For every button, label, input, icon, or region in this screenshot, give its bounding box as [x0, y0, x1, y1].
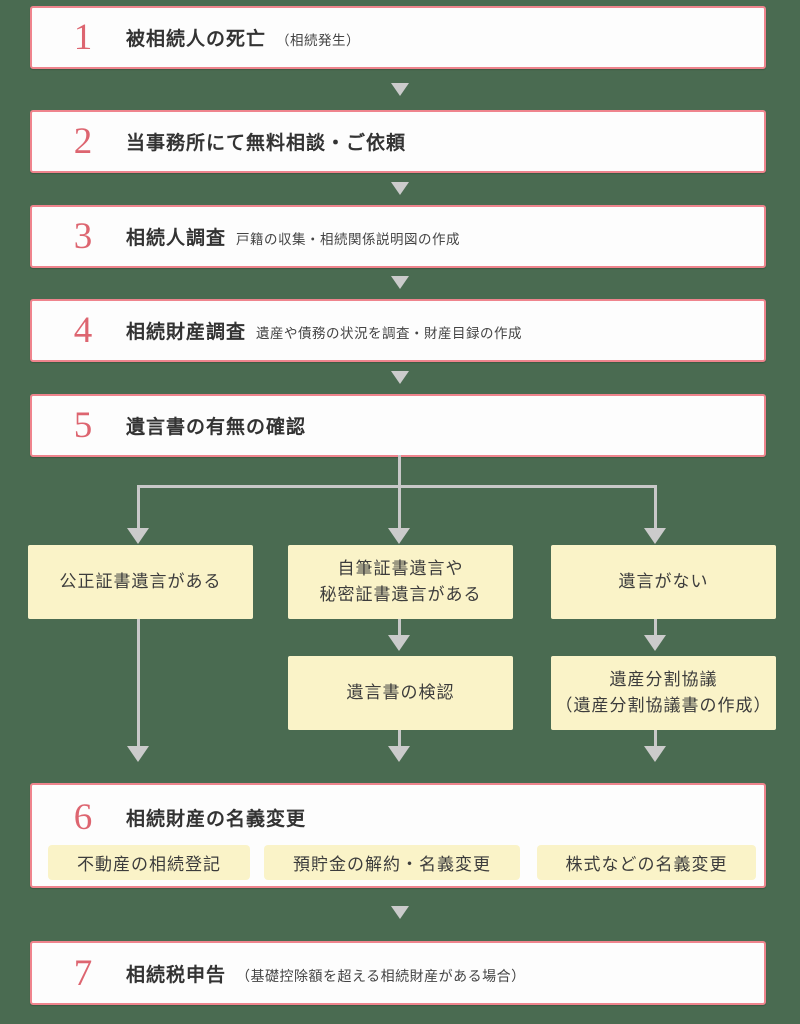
down-arrowhead-icon — [127, 528, 149, 544]
step-2-box: 2 当事務所にて無料相談・ご依頼 — [30, 110, 766, 173]
estate-division-line2: （遺産分割協議書の作成） — [555, 696, 772, 715]
will-probate-box: 遺言書の検認 — [288, 656, 513, 730]
chip-stock-name-change: 株式などの名義変更 — [537, 845, 756, 880]
connector-stem-center-top — [398, 455, 401, 486]
estate-division-box: 遺産分割協議 （遺産分割協議書の作成） — [551, 656, 776, 730]
connector-stem-middle — [398, 485, 401, 530]
chip-real-estate-registration: 不動産の相続登記 — [48, 845, 250, 880]
down-arrow-icon — [391, 906, 409, 919]
step-5-number: 5 — [73, 405, 93, 446]
step-4-subtitle: 遺産や債務の状況を調査・財産目録の作成 — [256, 326, 523, 341]
step-5-box: 5 遺言書の有無の確認 — [30, 394, 766, 457]
step-1-number: 1 — [73, 17, 93, 58]
down-arrow-icon — [391, 83, 409, 96]
branch-holograph-will-line1: 自筆証書遺言や — [337, 558, 464, 578]
down-arrowhead-icon — [127, 746, 149, 762]
will-probate-label: 遺言書の検認 — [346, 682, 455, 702]
branch-holograph-will-box: 自筆証書遺言や 秘密証書遺言がある — [288, 545, 513, 619]
step-1-box: 1 被相続人の死亡 （相続発生） — [30, 6, 766, 69]
down-arrowhead-icon — [388, 746, 410, 762]
step-3-number: 3 — [73, 216, 93, 257]
chip-bank-account-change-label: 預貯金の解約・名義変更 — [293, 855, 491, 874]
chip-stock-name-change-label: 株式などの名義変更 — [565, 855, 728, 874]
step-3-box: 3 相続人調査 戸籍の収集・相続関係説明図の作成 — [30, 205, 766, 268]
chip-real-estate-registration-label: 不動産の相続登記 — [77, 855, 221, 874]
step-6-number: 6 — [73, 797, 93, 838]
step-4-number: 4 — [73, 310, 93, 351]
down-arrowhead-icon — [644, 635, 666, 651]
down-arrow-icon — [391, 182, 409, 195]
step-7-title: 相続税申告 — [126, 964, 227, 986]
step-7-subtitle: （基礎控除額を超える相続財産がある場合） — [236, 967, 526, 984]
arrow-stem — [398, 619, 401, 637]
estate-division-line1: 遺産分割協議 — [609, 669, 718, 689]
step-3-subtitle: 戸籍の収集・相続関係説明図の作成 — [236, 232, 461, 247]
connector-stem-right — [654, 485, 657, 530]
arrow-stem — [654, 730, 657, 747]
chip-bank-account-change: 預貯金の解約・名義変更 — [264, 845, 520, 880]
step-5-title: 遺言書の有無の確認 — [126, 417, 307, 438]
branch-notarized-will-label: 公正証書遺言がある — [59, 571, 222, 591]
arrow-stem-long-left — [137, 619, 140, 747]
step-6-box: 6 相続財産の名義変更 不動産の相続登記 預貯金の解約・名義変更 株式などの名義… — [30, 783, 766, 888]
arrow-stem — [654, 619, 657, 637]
down-arrowhead-icon — [388, 528, 410, 544]
branch-no-will-box: 遺言がない — [551, 545, 776, 619]
step-7-box: 7 相続税申告 （基礎控除額を超える相続財産がある場合） — [30, 941, 766, 1005]
arrow-stem — [398, 730, 401, 747]
step-4-title: 相続財産調査 — [126, 322, 247, 343]
step-3-title: 相続人調査 — [126, 228, 227, 249]
step-2-number: 2 — [73, 121, 93, 162]
down-arrowhead-icon — [644, 746, 666, 762]
connector-stem-left — [137, 485, 140, 530]
connector-horizontal-line — [137, 485, 657, 488]
down-arrowhead-icon — [388, 635, 410, 651]
step-2-title: 当事務所にて無料相談・ご依頼 — [126, 133, 407, 154]
down-arrow-icon — [391, 371, 409, 384]
branch-notarized-will-box: 公正証書遺言がある — [28, 545, 253, 619]
down-arrow-icon — [391, 276, 409, 289]
down-arrowhead-icon — [644, 528, 666, 544]
branch-no-will-label: 遺言がない — [618, 571, 709, 591]
branch-holograph-will-line2: 秘密証書遺言がある — [319, 585, 482, 604]
step-7-number: 7 — [73, 952, 93, 994]
step-6-title: 相続財産の名義変更 — [126, 809, 307, 830]
step-1-subtitle: （相続発生） — [276, 33, 361, 48]
step-1-title: 被相続人の死亡 — [126, 29, 267, 50]
step-4-box: 4 相続財産調査 遺産や債務の状況を調査・財産目録の作成 — [30, 299, 766, 362]
